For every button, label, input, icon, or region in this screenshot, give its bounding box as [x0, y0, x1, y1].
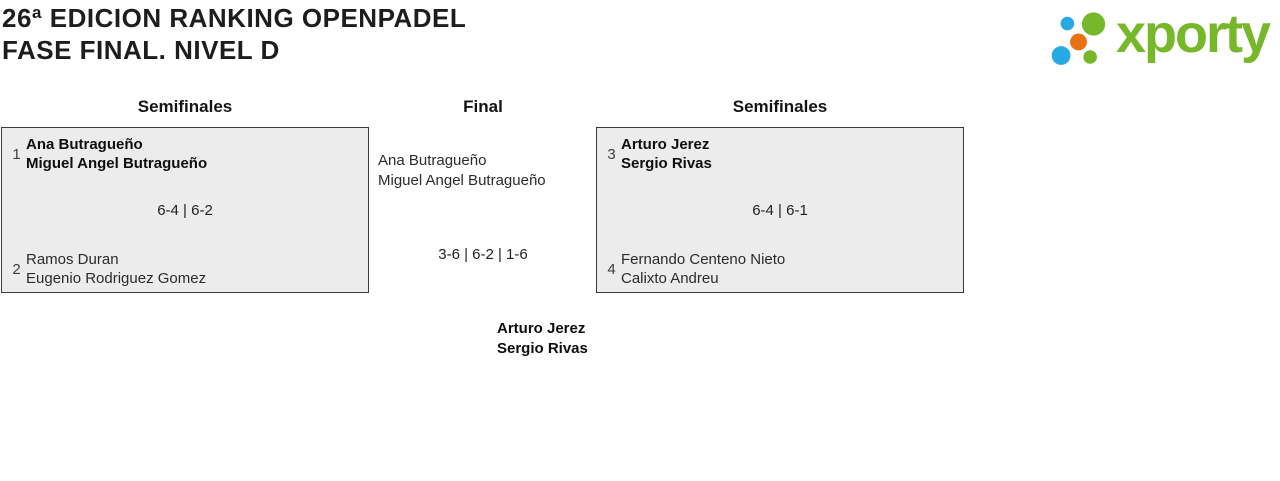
player-name: Ramos Duran: [26, 251, 119, 268]
team-players: Ana Butragueño Miguel Angel Butragueño: [26, 135, 207, 173]
round-header-final: Final: [463, 97, 503, 116]
team-players: Arturo Jerez Sergio Rivas: [621, 135, 712, 173]
team-players: Fernando Centeno Nieto Calixto Andreu: [621, 250, 785, 288]
player-name: Miguel Angel Butragueño: [26, 155, 208, 172]
match-score: 6-4 | 6-1: [752, 202, 808, 219]
player-name: Ana Butragueño: [26, 136, 143, 153]
seed-number: 3: [607, 145, 616, 163]
match-box-semifinal-1: 1 Ana Butragueño Miguel Angel Butragueño…: [1, 127, 369, 293]
team-row: 2 Ramos Duran Eugenio Rodriguez Gomez: [9, 250, 360, 288]
xporty-logo[interactable]: xporty: [1048, 4, 1271, 76]
team-row: 4 Fernando Centeno Nieto Calixto Andreu: [604, 250, 955, 288]
team-players: Ramos Duran Eugenio Rodriguez Gomez: [26, 250, 206, 288]
seed-number: 2: [12, 260, 21, 278]
player-name: Arturo Jerez: [621, 136, 710, 153]
round-header-semifinals-left: Semifinales: [137, 97, 233, 116]
seed-number: 4: [607, 260, 616, 278]
match-box-semifinal-2: 3 Arturo Jerez Sergio Rivas 6-4 | 6-1 4 …: [596, 127, 964, 293]
final-team: Ana Butragueño Miguel Angel Butragueño: [378, 151, 546, 190]
player-name: Sergio Rivas: [497, 339, 588, 357]
page-title: 26ª EDICION RANKING OPENPADEL FASE FINAL…: [2, 2, 466, 66]
page-title-line1: 26ª EDICION RANKING OPENPADEL: [2, 3, 467, 33]
final-winner-team: Arturo Jerez Sergio Rivas: [497, 319, 588, 358]
player-name: Fernando Centeno Nieto: [621, 251, 786, 268]
player-name: Miguel Angel Butragueño: [378, 171, 546, 189]
player-name: Eugenio Rodriguez Gomez: [26, 270, 207, 287]
team-row: 1 Ana Butragueño Miguel Angel Butragueño: [9, 135, 360, 173]
round-header-semifinals-right: Semifinales: [732, 97, 828, 116]
page-title-line2: FASE FINAL. NIVEL D: [2, 35, 280, 65]
xporty-dots-icon: [1051, 12, 1106, 65]
final-score: 3-6 | 6-2 | 1-6: [438, 246, 528, 263]
xporty-wordmark: xporty: [1116, 4, 1271, 64]
player-name: Calixto Andreu: [621, 270, 719, 287]
match-score: 6-4 | 6-2: [157, 202, 213, 219]
player-name: Sergio Rivas: [621, 155, 712, 172]
player-name: Ana Butragueño: [378, 152, 487, 169]
player-name: Arturo Jerez: [497, 320, 586, 337]
seed-number: 1: [12, 145, 21, 163]
team-row: 3 Arturo Jerez Sergio Rivas: [604, 135, 955, 173]
